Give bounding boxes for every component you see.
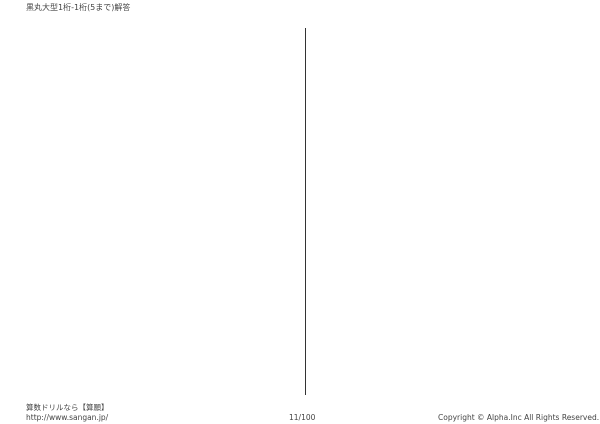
page-number: 11/100 — [289, 413, 316, 422]
copyright: Copyright © Alpha.Inc All Rights Reserve… — [438, 413, 600, 422]
page-title: 黒丸大型1桁-1桁(5まで)解答 — [26, 3, 131, 12]
footer-brand: 算数ドリルなら【算願】 — [26, 403, 109, 412]
column-divider — [305, 28, 306, 395]
footer-url[interactable]: http://www.sangan.jp/ — [26, 413, 109, 422]
